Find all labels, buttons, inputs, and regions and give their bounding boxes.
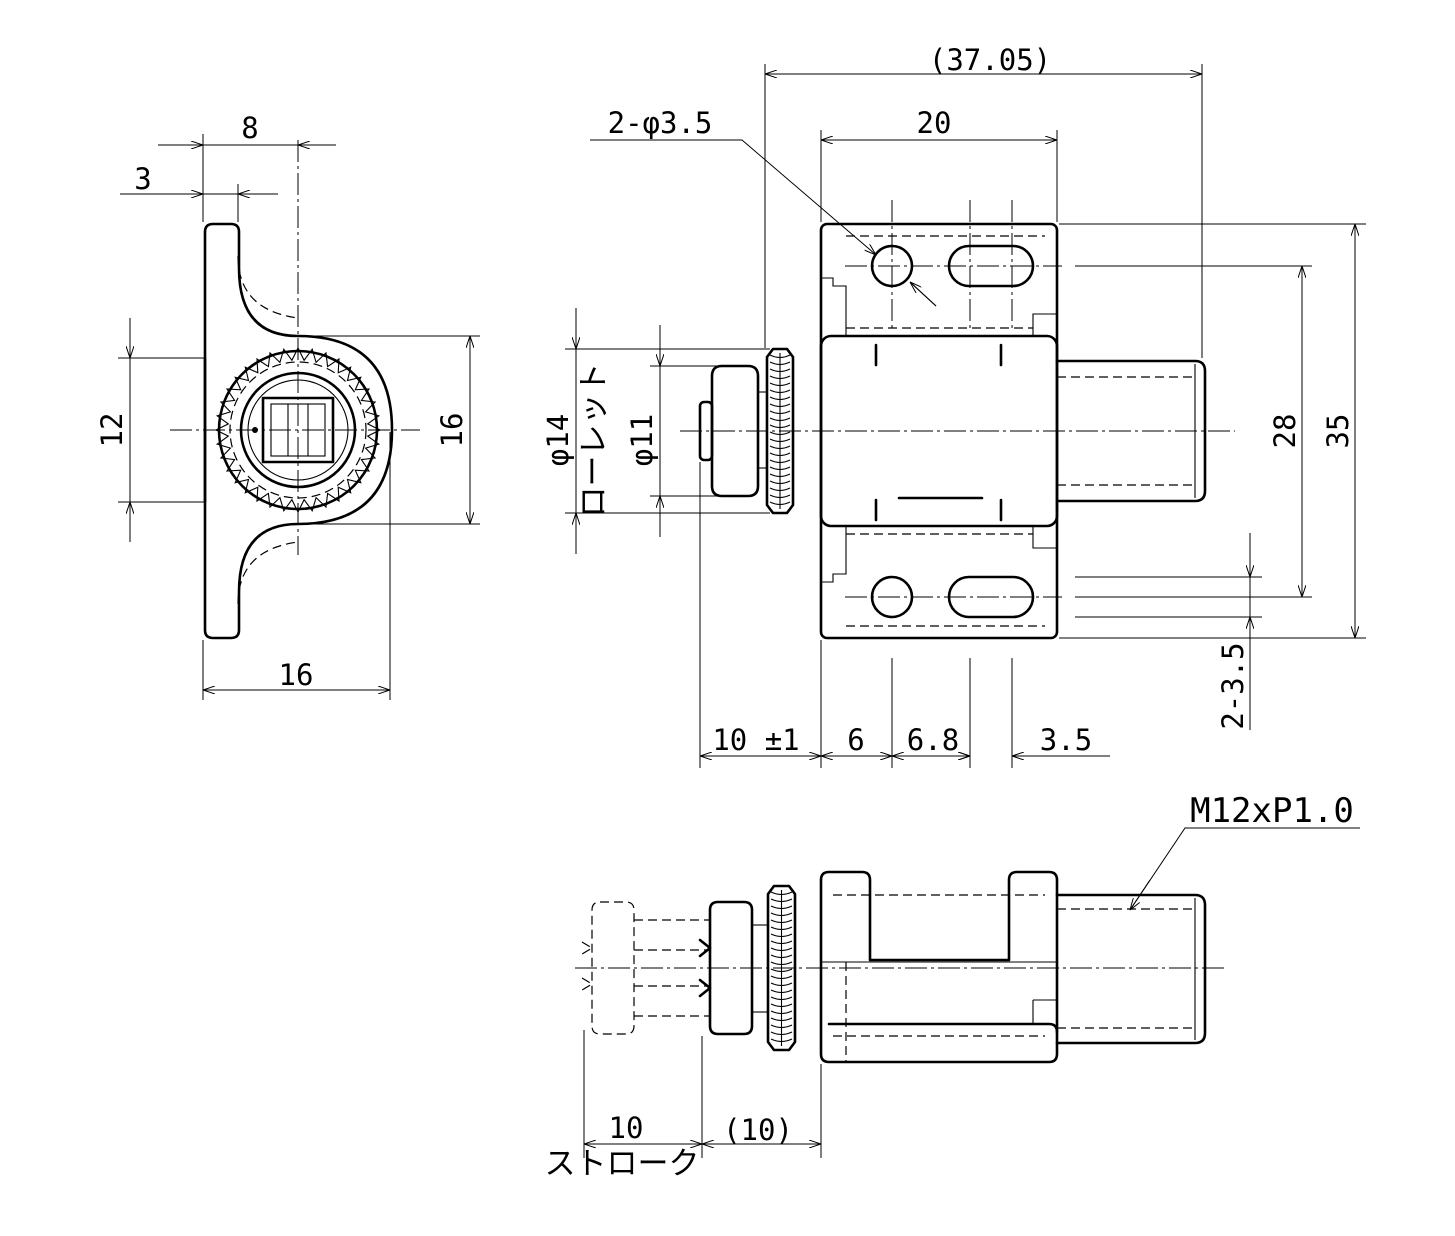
dim-stroke-value-label: 10 <box>609 1111 644 1145</box>
dim-3-label: 3 <box>134 162 151 196</box>
dim-6-label: 6 <box>847 723 864 757</box>
dim-12-label: 12 <box>95 413 129 448</box>
knob <box>710 364 760 498</box>
dim-knurl-dia-label: φ14 <box>541 414 575 466</box>
dim-16-bottom-label: 16 <box>279 658 314 692</box>
front-knurl <box>765 347 795 515</box>
bottom-lower-step <box>827 1022 1059 1034</box>
base-left-step <box>821 277 847 583</box>
dim-hole-spec-label: 2-φ3.5 <box>608 106 713 140</box>
bottom-body <box>819 870 1059 1064</box>
dim-stroke-ref-label: (10) <box>723 1113 793 1147</box>
dim-knob-dia-label: φ11 <box>625 414 659 466</box>
front-view: (37.05) 20 2-φ3.5 28 35 2-3.5 φ14 <box>541 43 1366 768</box>
bottom-knob <box>708 900 754 1036</box>
stroke-label: ストローク <box>545 1146 700 1182</box>
dim-3-5-label: 3.5 <box>1040 723 1092 757</box>
threaded-shaft <box>1055 359 1207 503</box>
dim-37-05-label: (37.05) <box>929 43 1051 77</box>
dim-knob-length-label: 10 ±1 <box>712 723 799 757</box>
dim-35-label: 35 <box>1321 414 1355 449</box>
dim-28-label: 28 <box>1268 414 1302 449</box>
dim-8-label: 8 <box>241 111 258 145</box>
knob-extended-phantom <box>591 901 635 1035</box>
side-view: 8 3 12 16 16 <box>95 111 480 700</box>
dim-knurl-text: ローレット <box>576 363 612 518</box>
base-right-step <box>1032 313 1057 549</box>
bottom-view: M12xP1.0 10 (10) ストローク <box>545 791 1360 1182</box>
bottom-threaded-shaft <box>1055 893 1207 1045</box>
dim-slot-spec-label: 2-3.5 <box>1216 642 1250 729</box>
bracket-hidden-profile <box>237 255 299 605</box>
thread-spec-label: M12xP1.0 <box>1190 791 1354 831</box>
bracket-outline <box>203 222 394 640</box>
dim-16-right-label: 16 <box>435 413 469 448</box>
dim-6-8-label: 6.8 <box>907 723 959 757</box>
dim-20-label: 20 <box>917 106 952 140</box>
